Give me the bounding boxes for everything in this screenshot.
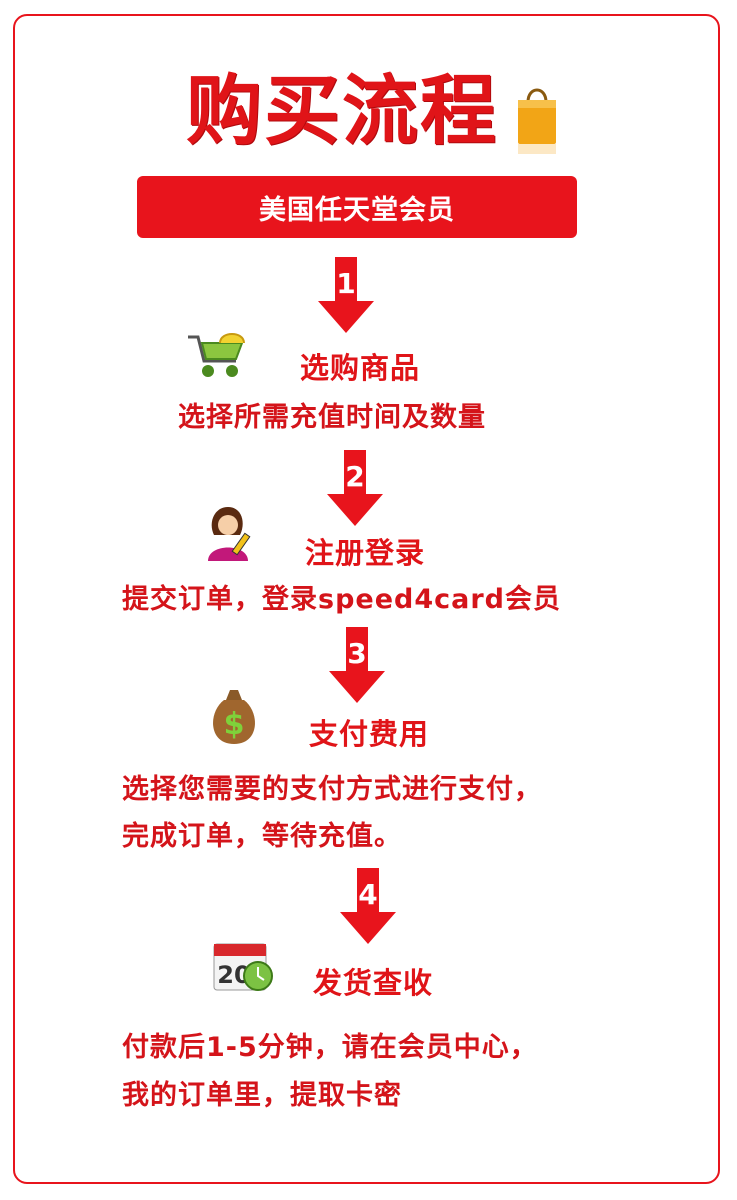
step-1-arrow: 1 xyxy=(318,257,374,333)
step-4-description-line-1: 付款后1-5分钟，请在会员中心， xyxy=(122,1032,538,1063)
step-1-number: 1 xyxy=(336,267,356,300)
step-4-description-line-2: 我的订单里，提取卡密 xyxy=(122,1080,402,1111)
calendar-clock-icon: 20 xyxy=(213,943,273,991)
money-bag-icon: $ xyxy=(213,690,255,744)
user-register-icon xyxy=(208,507,251,561)
shopping-cart-icon xyxy=(188,333,245,377)
arrow-down-icon xyxy=(327,450,383,526)
step-4-arrow: 4 xyxy=(340,868,396,944)
membership-banner: 美国任天堂会员 xyxy=(137,176,577,238)
step-2-description: 提交订单，登录speed4card会员 xyxy=(122,584,562,615)
page-title: 购买流程 xyxy=(186,66,498,155)
page-frame xyxy=(13,14,720,1184)
step-4-number: 4 xyxy=(358,878,378,911)
step-2-arrow: 2 xyxy=(327,450,383,526)
step-1-title: 选购商品 xyxy=(300,351,421,385)
step-3-number: 3 xyxy=(347,637,367,670)
shopping-bag-icon xyxy=(518,88,556,154)
step-2-title: 注册登录 xyxy=(305,536,426,570)
arrow-down-icon xyxy=(318,257,374,333)
step-4-title: 发货查收 xyxy=(313,966,434,1000)
step-2-number: 2 xyxy=(345,460,365,493)
step-3-description-line-1: 选择您需要的支付方式进行支付， xyxy=(122,774,542,805)
step-3-arrow: 3 xyxy=(329,627,385,703)
arrow-down-icon xyxy=(329,627,385,703)
svg-text:$: $ xyxy=(224,707,245,742)
arrow-down-icon xyxy=(340,868,396,944)
step-3-title: 支付费用 xyxy=(309,717,430,751)
step-1-description: 选择所需充值时间及数量 xyxy=(178,402,486,433)
step-3-description-line-2: 完成订单，等待充值。 xyxy=(122,821,402,852)
